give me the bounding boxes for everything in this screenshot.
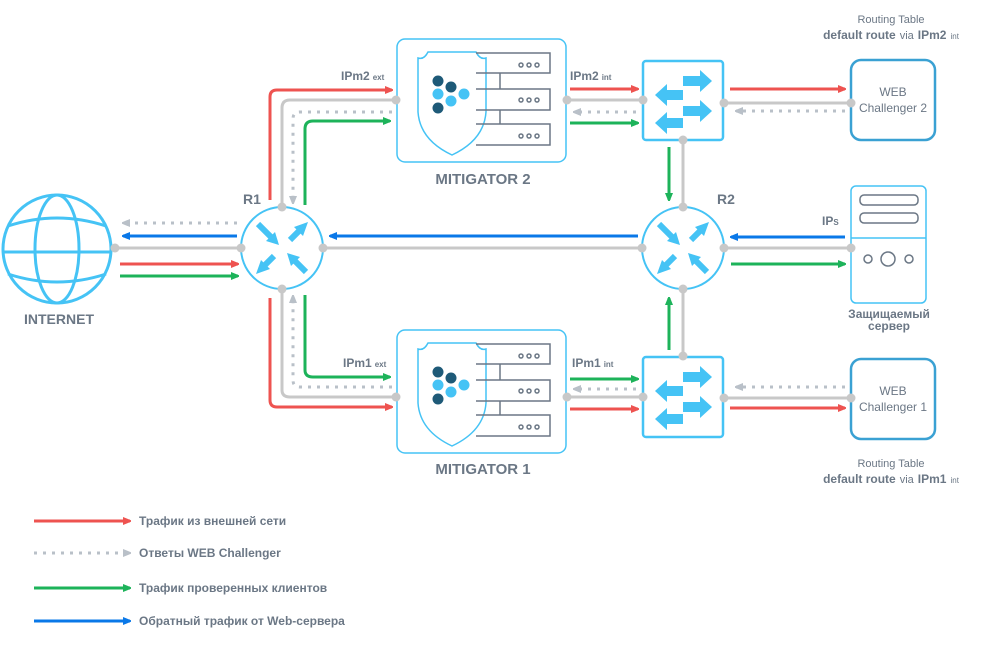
ipm1-int-main: IPm1 (572, 356, 601, 370)
globe-icon (1, 193, 113, 305)
flow-challenger-reply-from-mitigator1 (293, 296, 392, 389)
flow-external-to-mitigator1 (268, 298, 392, 407)
legend-label: Трафик из внешней сети (139, 514, 286, 528)
flow-challenger-reply-from-mitigator2 (293, 110, 392, 203)
mitigator-2-label: MITIGATOR 2 (435, 171, 530, 188)
ipm1-int-sub: int (604, 360, 614, 369)
router-r2[interactable]: R2 (641, 191, 735, 290)
internet-node[interactable]: INTERNET (1, 193, 113, 327)
web-challenger-2-line2: Challenger 2 (859, 101, 927, 115)
server-ip-sub: S (833, 218, 839, 227)
legend-item: Обратный трафик от Web-сервера (34, 614, 345, 628)
protected-server[interactable]: Защищаемый сервер IPS (822, 185, 930, 333)
legend-label: Обратный трафик от Web-сервера (139, 614, 345, 628)
routing-table-bottom-title: Routing Table (857, 458, 924, 470)
shield-icon (417, 342, 487, 447)
legend-item: Трафик проверенных клиентов (34, 581, 327, 595)
router-r1-label: R1 (243, 191, 261, 207)
routing-top-bold: default route (823, 28, 896, 42)
web-challenger-1[interactable]: WEB Challenger 1 (849, 357, 937, 441)
ipm2-ext-sub: ext (373, 73, 385, 82)
legend-label: Трафик проверенных клиентов (139, 581, 327, 595)
routing-bottom-via: via (900, 474, 915, 486)
server-stack-icon (476, 343, 551, 437)
ipm1-ext-sub: ext (375, 360, 387, 369)
router-r1[interactable]: R1 (240, 191, 324, 290)
web-challenger-2[interactable]: WEB Challenger 2 (849, 58, 937, 142)
routing-top-sub: int (950, 32, 959, 41)
switch-arrows-icon (655, 70, 712, 134)
routing-bottom-bold: default route (823, 472, 896, 486)
flow-external-to-mitigator2 (268, 90, 392, 200)
ipm1-ext-main: IPm1 (343, 356, 372, 370)
internet-label: INTERNET (24, 311, 94, 327)
traffic-flows (120, 89, 845, 409)
switch-1[interactable] (641, 355, 725, 439)
protected-server-line1: Защищаемый (848, 307, 930, 321)
switch-2[interactable] (641, 59, 725, 142)
legend-item: Ответы WEB Challenger (34, 546, 281, 560)
protected-server-line2: сервер (868, 319, 910, 333)
server-ip-main: IP (822, 214, 833, 228)
shield-icon (417, 51, 487, 156)
flow-verified-to-mitigator1 (303, 295, 390, 377)
router-arrows-icon (656, 221, 710, 275)
router-arrows-icon (255, 221, 309, 275)
routing-table-top-title: Routing Table (857, 14, 924, 26)
routing-bottom-sub: int (950, 476, 959, 485)
router-r2-label: R2 (717, 191, 735, 207)
link-r1-mitigator2 (280, 98, 396, 206)
connection-points (110, 95, 856, 403)
switch-arrows-icon (655, 366, 712, 430)
routing-top-via: via (900, 30, 915, 42)
link-r1-mitigator1 (280, 290, 396, 399)
web-challenger-2-line1: WEB (879, 85, 906, 99)
links (115, 98, 850, 400)
mitigator-1-label: MITIGATOR 1 (435, 461, 530, 478)
server-tower-icon (859, 194, 919, 267)
server-stack-icon (476, 52, 551, 146)
routing-bottom-ip: IPm1 (918, 472, 947, 486)
mitigator-1[interactable]: MITIGATOR 1 (396, 329, 567, 478)
ipm2-int-sub: int (602, 73, 612, 82)
legend-item: Трафик из внешней сети (34, 514, 286, 528)
legend-label: Ответы WEB Challenger (139, 546, 281, 560)
ipm2-int-main: IPm2 (570, 69, 599, 83)
ipm2-ext-main: IPm2 (341, 69, 370, 83)
web-challenger-1-line1: WEB (879, 384, 906, 398)
flow-verified-to-mitigator2 (303, 121, 390, 205)
web-challenger-1-line2: Challenger 1 (859, 400, 927, 414)
server-ip-label: IPS (822, 214, 839, 228)
routing-top-ip: IPm2 (918, 28, 947, 42)
mitigator-2[interactable]: MITIGATOR 2 (396, 38, 567, 188)
